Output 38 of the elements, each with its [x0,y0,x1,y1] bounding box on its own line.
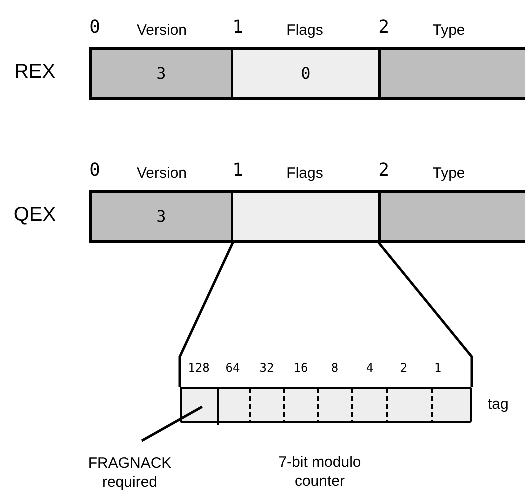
leader-line [141,406,203,442]
bit-offset: 2 [378,19,390,37]
field-caption: tag [488,397,509,412]
field-name: Version [136,22,188,38]
field-name: Flags [286,22,324,38]
bit-value: 8 [331,362,339,374]
flags-field [233,190,379,243]
field-value: 0 [301,64,311,84]
field-value: 3 [156,64,166,84]
expansion-line [378,242,474,387]
bit-offset: 1 [232,19,244,37]
field-name: Type [432,22,466,38]
bit-value: 1 [434,362,442,374]
bit-offset: 0 [90,19,100,37]
type-field [378,47,525,100]
field-value: 3 [156,206,166,226]
field-name: Type [432,166,466,180]
note-text: 7-bit modulo counter [278,454,362,492]
bit-offset: 0 [90,162,100,180]
version-field [89,190,234,243]
bit-offset: 1 [232,162,244,180]
bit-value: 64 [226,362,240,374]
tag-bit-field [180,387,472,423]
message-type: REX [14,62,56,82]
bit-value: 32 [260,362,274,374]
version-field [89,47,234,100]
note-text: FRAGNACK required [70,454,190,494]
bit-value: 16 [294,362,308,374]
expansion-line [178,242,234,387]
field-name: Version [136,166,188,180]
type-field [378,190,525,243]
bit-value: 4 [366,362,374,374]
bit-value: 2 [400,362,408,374]
field-name: Flags [286,166,324,180]
flags-field [233,47,379,100]
bit-value: 128 [188,362,210,374]
message-type: QEX [14,205,56,225]
bit-offset: 2 [378,162,390,180]
